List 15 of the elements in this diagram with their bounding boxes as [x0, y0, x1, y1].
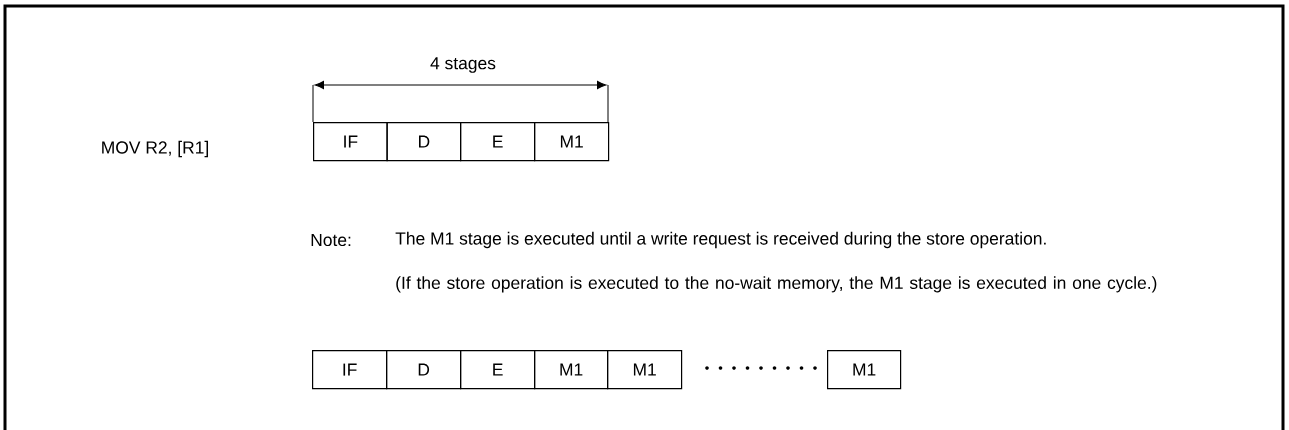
stage-box: D [386, 122, 462, 162]
stage-box: M1 [607, 350, 683, 390]
stage-box: E [460, 350, 536, 390]
stage-box: M1 [534, 122, 610, 162]
stage-box: D [386, 350, 462, 390]
instruction-label: MOV R2, [R1] [102, 140, 208, 158]
note-label: Note: [311, 233, 351, 247]
stage-box: M1 [827, 350, 902, 390]
note-text: (If the store operation is executed to the no-wait memory, the M1 stage is executed in one cycle.) [396, 276, 1157, 293]
note-text: The M1 stage is executed until a write request is received during the store operation. [395, 231, 1046, 249]
stage-box: IF [312, 350, 388, 390]
stage-box: M1 [534, 350, 609, 390]
stage-box: IF [313, 122, 388, 162]
stage-box: E [460, 122, 536, 162]
dimension-label: 4 stages [430, 57, 496, 73]
